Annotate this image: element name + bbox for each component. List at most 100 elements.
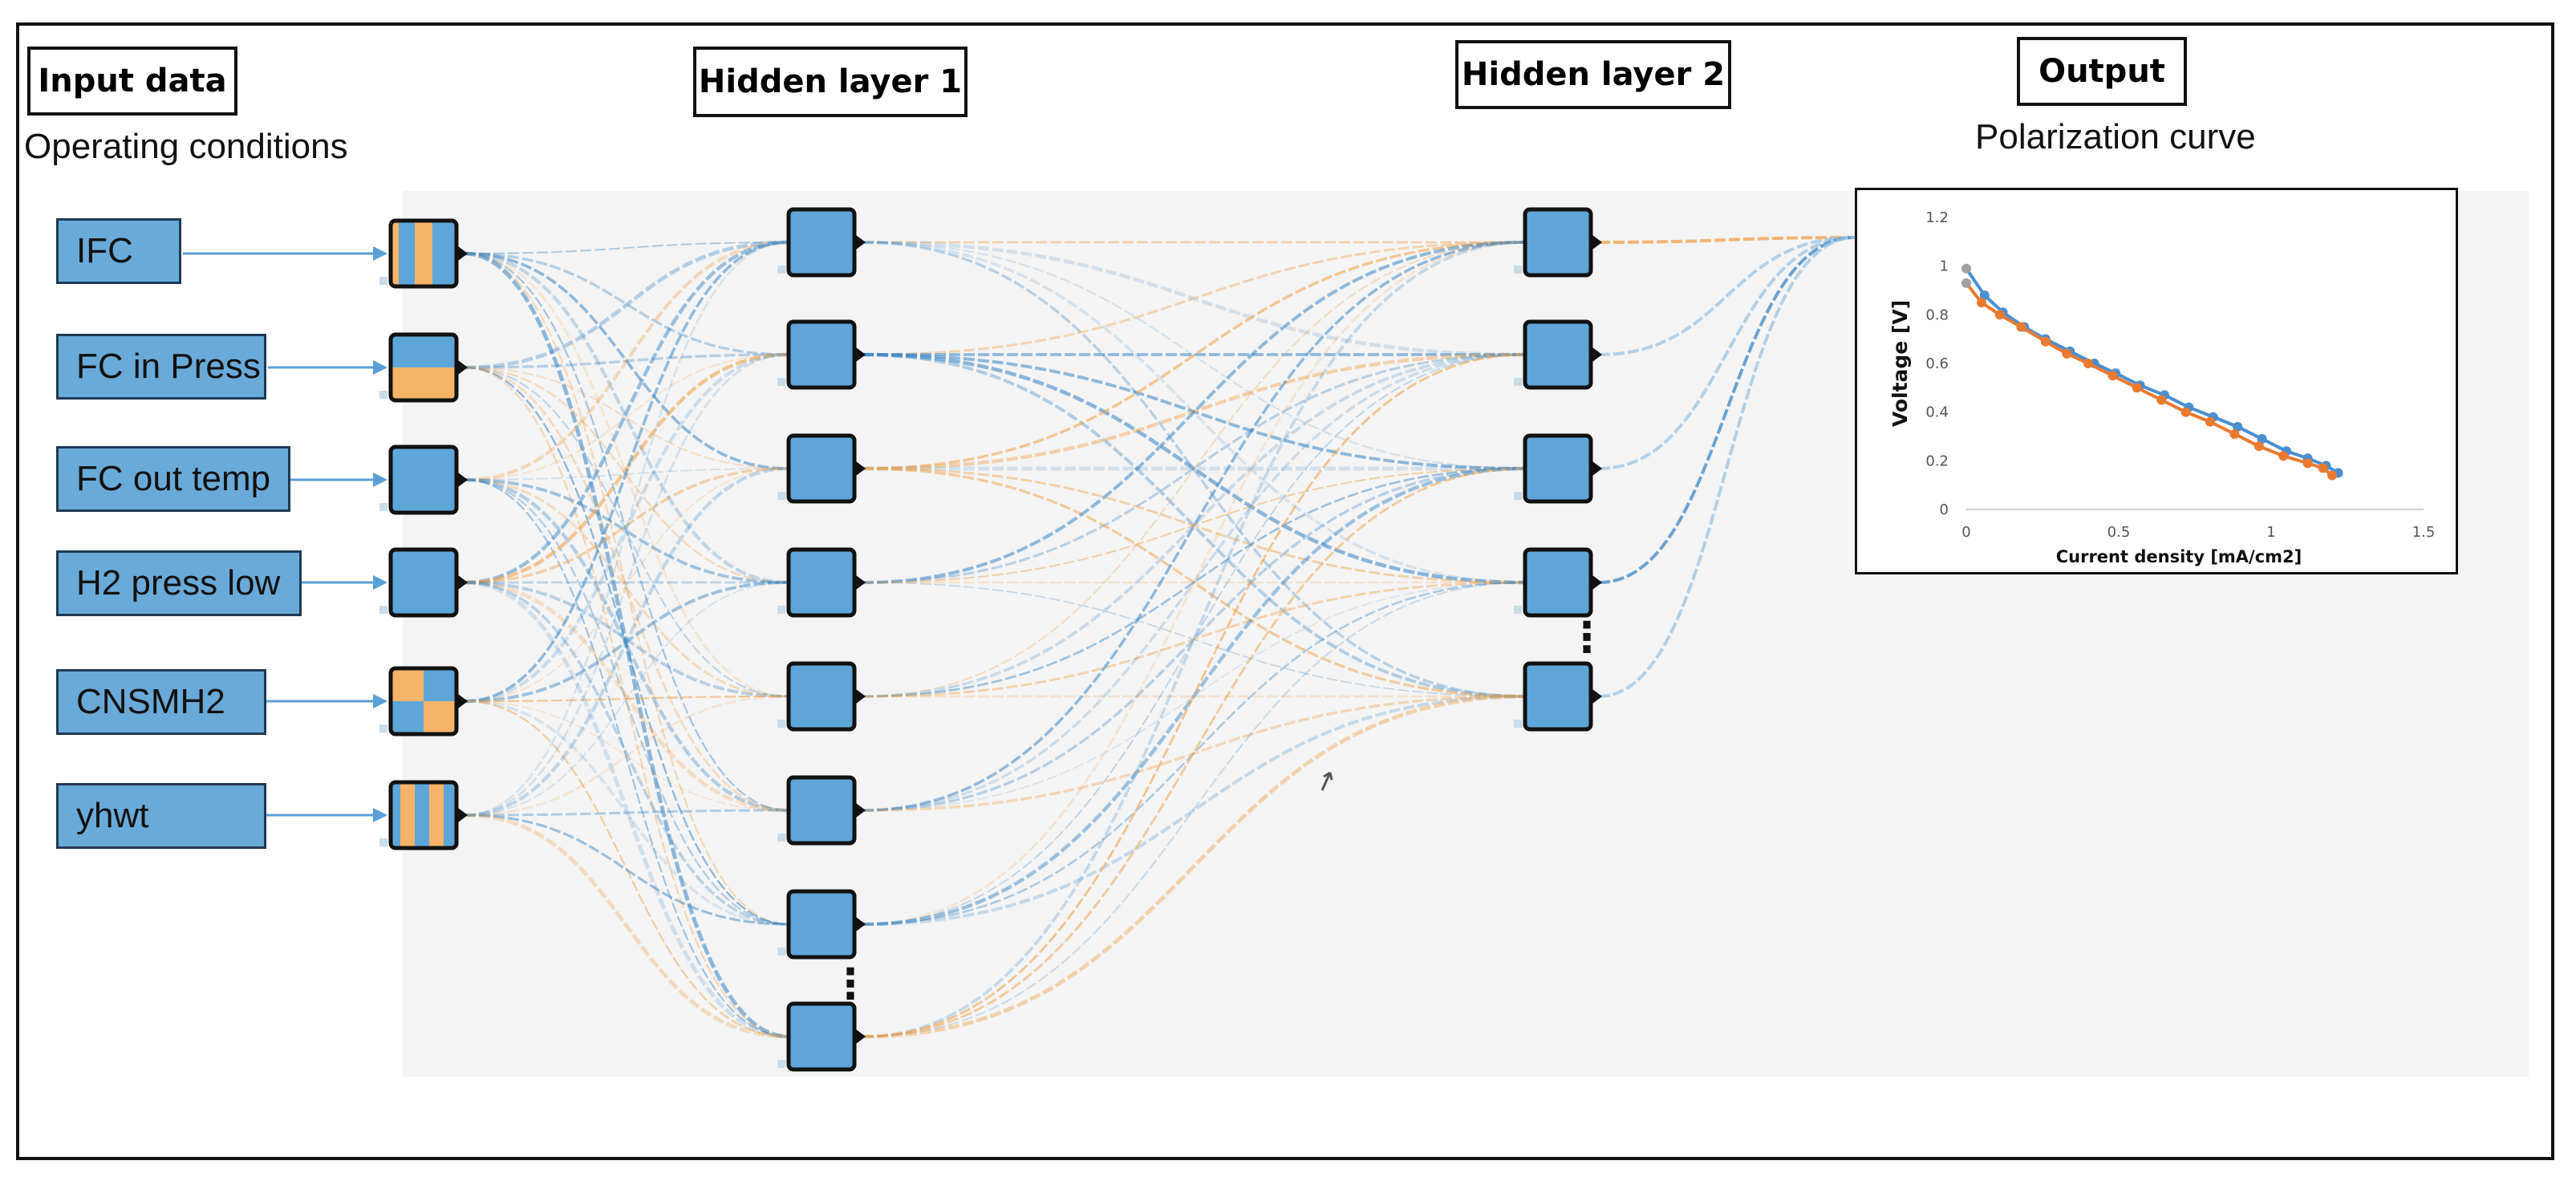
hidden2-node [1514, 319, 1602, 390]
node-pattern [415, 221, 432, 286]
node-bias-marker [379, 606, 387, 614]
link-input-hidden1 [464, 252, 789, 470]
node-bias-marker [379, 838, 387, 846]
link-hidden2-output [1598, 236, 1856, 356]
node-bias-marker [1514, 606, 1522, 614]
y-tick-label: 1.2 [1925, 209, 1949, 226]
diagram-frame [16, 22, 2554, 1160]
node-output-arrow [856, 1029, 866, 1044]
link-hidden2-output [1598, 236, 1856, 470]
series-point-1 [2229, 428, 2240, 439]
node-border [388, 547, 459, 618]
y-axis-label: Voltage [V] [1888, 300, 1912, 427]
link-hidden1-hidden2 [862, 241, 1526, 356]
link-input-hidden1 [464, 478, 789, 584]
series-point-1 [2302, 458, 2313, 469]
node-border [1523, 661, 1593, 732]
node-output-arrow [458, 808, 468, 822]
node-border [388, 218, 459, 289]
link-input-hidden1 [464, 580, 789, 813]
input-node [379, 332, 468, 403]
link-input-hidden1 [464, 352, 789, 704]
node-pattern [424, 701, 456, 734]
link-hidden1-hidden2 [862, 353, 1526, 584]
input-arrow-head [373, 246, 387, 261]
node-fill [789, 1004, 854, 1069]
hidden2-ellipsis: ⋮ [1566, 614, 1608, 662]
link-hidden1-hidden2 [862, 467, 1526, 812]
x-tick-label: 1 [2266, 524, 2275, 541]
link-hidden1-hidden2 [862, 353, 1526, 698]
link-input-hidden1 [464, 366, 789, 926]
hidden1-node [777, 889, 866, 960]
node-pattern [391, 367, 456, 400]
input-arrow-head [373, 360, 387, 375]
link-hidden1-hidden2 [862, 694, 1526, 927]
node-border [786, 889, 857, 960]
node-output-arrow [856, 689, 866, 704]
operating-conditions-label: Operating conditions [24, 127, 348, 166]
node-bias-marker [1514, 720, 1522, 728]
node-fill [1525, 209, 1591, 275]
node-output-arrow [856, 917, 866, 931]
node-pattern [429, 782, 444, 848]
link-hidden1-hidden2 [862, 467, 1526, 1038]
link-hidden1-hidden2 [862, 241, 1526, 812]
link-hidden1-hidden2 [862, 241, 1526, 470]
link-input-hidden1 [464, 366, 789, 1038]
polarization-curve-label: Polarization curve [1975, 117, 2256, 156]
input-node [379, 444, 468, 515]
node-output-arrow [458, 694, 468, 708]
node-fill [1525, 436, 1591, 501]
link-input-hidden1 [464, 695, 789, 817]
node-output-arrow [458, 360, 468, 375]
link-input-hidden1 [464, 353, 789, 481]
link-input-hidden1 [464, 251, 789, 585]
hidden1-node [777, 1001, 866, 1072]
input-h2-press-low: H2 press low [56, 550, 302, 616]
series-point-1 [2156, 395, 2167, 405]
series-point-1 [2318, 463, 2328, 473]
node-output-arrow [856, 235, 866, 250]
node-bias-marker [1514, 378, 1522, 386]
node-border [786, 1001, 857, 1072]
link-hidden2-output [1598, 236, 1856, 584]
node-fill [789, 664, 854, 729]
link-input-hidden1 [464, 478, 789, 926]
input-data-header: Input data [27, 47, 237, 116]
link-input-hidden1 [464, 252, 789, 812]
node-output-arrow [458, 575, 468, 590]
node-fill [789, 550, 854, 615]
link-input-hidden1 [464, 809, 789, 817]
y-tick-label: 0.4 [1925, 404, 1949, 421]
link-input-hidden1 [464, 479, 789, 1037]
x-axis-label: Current density [mA/cm2] [2056, 547, 2302, 566]
link-hidden1-hidden2 [862, 353, 1526, 1038]
link-hidden1-hidden2 [862, 695, 1526, 812]
input-arrow-head [373, 473, 387, 487]
node-fill [789, 209, 854, 275]
node-border [388, 780, 459, 850]
series-line-0 [1965, 267, 2339, 475]
node-border [1523, 547, 1593, 618]
y-tick-label: 0.6 [1925, 355, 1949, 372]
node-bias-marker [379, 391, 387, 399]
link-input-hidden1 [464, 366, 789, 470]
link-input-hidden1 [464, 581, 789, 698]
node-bias-marker [777, 948, 785, 956]
node-output-arrow [856, 803, 866, 818]
node-bias-marker [777, 720, 785, 728]
series-point-1 [2205, 416, 2215, 427]
hidden1-node [777, 433, 866, 504]
node-bias-marker [777, 378, 785, 386]
node-fill [1525, 550, 1591, 615]
series-point-1 [2278, 451, 2289, 461]
node-border [786, 547, 857, 618]
node-border [1523, 433, 1593, 504]
node-output-arrow [1592, 235, 1602, 250]
input-node [379, 547, 468, 618]
series-point-1 [1977, 298, 1986, 308]
hidden2-node [1514, 547, 1602, 618]
link-hidden1-hidden2 [862, 467, 1526, 584]
link-input-hidden1 [464, 814, 789, 926]
